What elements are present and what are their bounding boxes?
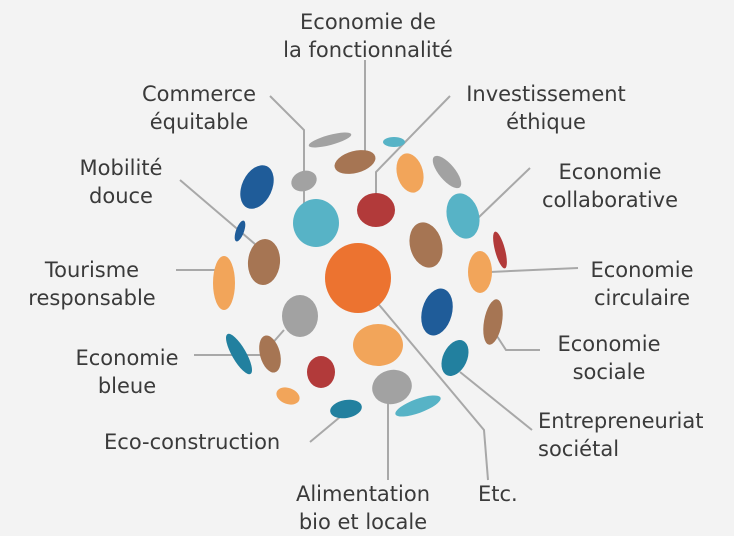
bubble-red-far-right: [493, 231, 507, 269]
bubble-teal-bottom-right: [395, 395, 441, 417]
label-tourisme-responsable: Tourisme responsable: [28, 258, 156, 310]
label-economie-sociale: Economie sociale: [557, 332, 661, 384]
connector-entrepreneuriat: [459, 371, 533, 431]
bubble-brown-center-right: [409, 222, 443, 268]
connector-lines: [176, 60, 579, 481]
bubble-navy-tiny: [234, 220, 246, 242]
bubble-petrol-left: [226, 333, 252, 375]
bubble-brown-top: [334, 150, 376, 174]
label-economie-fonctionnalite: Economie de la fonctionnalité: [283, 10, 453, 62]
connector-etc: [359, 281, 489, 481]
bubble-navy-right: [421, 288, 453, 336]
bubble-brown-far-right: [483, 299, 503, 345]
connector-mobilite: [179, 179, 263, 251]
bubble-red-bottom: [307, 356, 335, 388]
bubble-red-center-top: [357, 193, 395, 227]
label-alimentation-bio-locale: Alimentation bio et locale: [295, 482, 431, 534]
bubble-orange-top-right: [396, 153, 424, 193]
label-economie-circulaire: Economie circulaire: [590, 258, 694, 310]
label-investissement-ethique: Investissement éthique: [466, 82, 626, 134]
connector-commerce: [269, 95, 305, 210]
label-commerce-equitable: Commerce équitable: [142, 82, 256, 134]
bubble-gray-mid-left: [282, 295, 318, 337]
bubble-brown-bleue: [259, 335, 281, 373]
bubble-petrol-bottom: [330, 399, 362, 419]
connector-sociale: [492, 329, 540, 351]
bubble-gray-top-right: [432, 155, 462, 189]
connector-investissement: [375, 95, 451, 198]
bubble-gray-top-left: [308, 132, 352, 148]
label-economie-bleue: Economie bleue: [75, 346, 179, 398]
connector-circulaire: [489, 267, 579, 273]
label-entrepreneuriat-societal: Entrepreneuriat sociétal: [538, 409, 704, 461]
label-economie-collaborative: Economie collaborative: [541, 160, 679, 212]
bubble-brown-left: [247, 239, 281, 285]
bubble-orange-mid: [353, 324, 403, 366]
bubbles: [213, 132, 507, 419]
bubble-gray-bottom: [372, 369, 412, 405]
connector-collaborative: [477, 167, 531, 219]
bubble-orange-right: [468, 251, 492, 293]
bubble-orange-center: [325, 243, 391, 313]
bubble-teal-right: [446, 193, 480, 239]
bubble-orange-far-left: [213, 256, 235, 310]
bubble-teal-left: [293, 199, 339, 247]
label-eco-construction: Eco-construction: [104, 430, 281, 454]
bubble-gray-commerce: [291, 170, 317, 192]
bubble-petrol-right: [441, 340, 469, 376]
label-mobilite-douce: Mobilité douce: [79, 156, 163, 208]
label-etc: Etc.: [478, 482, 518, 506]
bubble-navy-left: [240, 165, 274, 209]
bubble-orange-bottom-left: [276, 387, 300, 405]
bubble-teal-top-small: [383, 137, 405, 147]
